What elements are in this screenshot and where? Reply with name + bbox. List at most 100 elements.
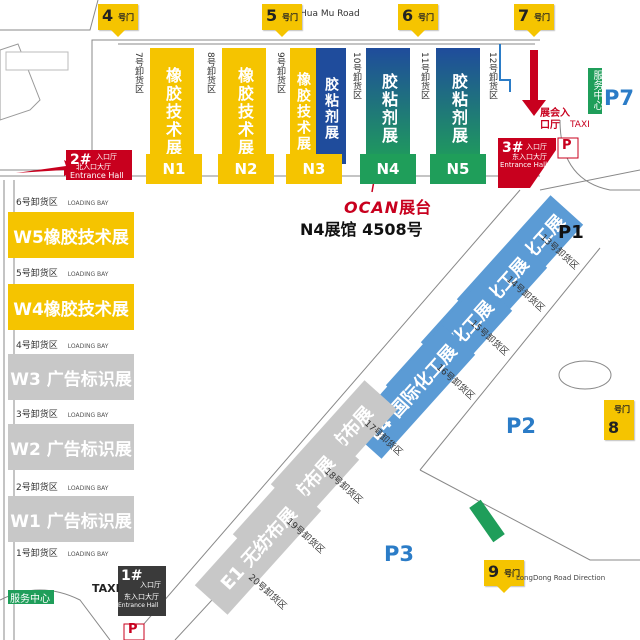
gate-number: 6 — [402, 6, 414, 25]
gate-label: 号门 — [614, 405, 630, 414]
gate-5: 5 号门 — [262, 4, 302, 37]
hall-n1-tower[interactable]: 橡胶技术展 — [150, 48, 194, 170]
entrance-3-shape — [498, 138, 556, 188]
hall-w2[interactable]: W2 广告标识展 — [8, 424, 134, 470]
gate-label: 号门 — [118, 13, 134, 22]
bay-en: LOADING BAY — [67, 485, 109, 492]
hall-n4-tower[interactable]: 胶粘剂展 — [366, 48, 410, 164]
bay-name: 1号卸货区 — [16, 549, 58, 559]
hall-n4-title: 胶粘剂展 — [379, 73, 398, 145]
exhibitor-brand-suffix: 展台 — [399, 198, 432, 217]
entrance-2: 2# 入口厅 北入口大厅 Entrance Hall — [66, 150, 132, 180]
north-bay-12: 12号卸货区 — [487, 52, 497, 100]
hall-n1-label: N1 — [146, 154, 202, 184]
hall-n5-label: N5 — [430, 154, 486, 184]
bay-en: LOADING BAY — [67, 551, 109, 558]
gate-number: 9 — [488, 562, 500, 581]
entrance-1-shape — [118, 566, 166, 616]
hall-n2-tower[interactable]: 橡胶技术展 — [222, 48, 266, 170]
service-centre-bg-3 — [469, 499, 505, 543]
exhibitor-brand-name: OCAN — [344, 198, 400, 217]
bay-en: LOADING BAY — [67, 200, 109, 207]
entrance-3-cn: 入口厅 — [526, 143, 547, 151]
hall-w3[interactable]: W3 广告标识展 — [8, 354, 134, 400]
service-centre-bottom: 服务中心 — [10, 594, 50, 605]
north-bay-7: 7号卸货区 — [133, 52, 143, 94]
arrow-expo-entrance — [522, 50, 546, 116]
hall-e1-body — [194, 481, 322, 615]
gate-label: 号门 — [282, 13, 298, 22]
parking-vip-letter-2: P — [128, 622, 138, 637]
exhibitor-brand: OCAN展台 — [344, 194, 431, 218]
bay-name: 4号卸货区 — [16, 341, 58, 351]
taxi-label-bottom: TAXI — [92, 582, 120, 595]
gate-4: 4 号门 — [98, 4, 138, 37]
parking-vip-letter: P — [562, 138, 572, 153]
parking-p7: P7 — [604, 86, 635, 110]
hall-n3-title: 橡胶技术展 — [295, 72, 311, 152]
west-bay-4: 4号卸货区 LOADING BAY — [16, 338, 108, 351]
gate-8: 8 号门 — [604, 400, 634, 440]
gate-number: 7 — [518, 6, 530, 25]
east-bay-20: 20号卸货区 — [246, 571, 289, 612]
west-bay-6: 6号卸货区 LOADING BAY — [16, 195, 108, 208]
entrance-1-cn2: 东入口大厅 — [124, 593, 159, 601]
hall-e1[interactable]: E1 无纺布展 — [194, 481, 322, 615]
bay-en: LOADING BAY — [67, 343, 109, 350]
hall-n5-tower[interactable]: 胶粘剂展 — [436, 48, 480, 164]
parking-tile-vip-2 — [123, 623, 145, 640]
hall-w5[interactable]: W5橡胶技术展 — [8, 212, 134, 258]
hall-n3-adhesive-tower[interactable]: 胶粘剂展 — [316, 48, 346, 164]
hall-n1-title: 橡胶技术展 — [163, 67, 182, 157]
exhibitor-booth: N4展馆 4508号 — [300, 220, 423, 239]
entrance-2-num: 2# — [70, 152, 92, 168]
entrance-3-cn2: 东入口大厅 — [512, 153, 547, 161]
entrance-1-num: 1# — [121, 568, 143, 584]
gate-9: 9 号门 — [484, 560, 524, 593]
north-bay-10: 10号卸货区 — [351, 52, 361, 100]
arrow-2-entrance — [16, 160, 80, 176]
entrance-3-en: Entrance Hall — [500, 161, 548, 169]
parking-p3: P3 — [384, 542, 415, 566]
gate-number: 4 — [102, 6, 114, 25]
arrows — [16, 44, 546, 176]
bay-name: 3号卸货区 — [16, 410, 58, 420]
hall-n3-title-2: 胶粘剂展 — [323, 77, 339, 141]
taxi-label-top: TAXI — [570, 120, 590, 130]
west-bay-1: 1号卸货区 LOADING BAY — [16, 546, 108, 559]
gate-number: 5 — [266, 6, 278, 25]
gate-7: 7 号门 — [514, 4, 554, 37]
parking-tile-vip — [557, 137, 579, 159]
hall-n5-title: 胶粘剂展 — [449, 73, 468, 145]
north-bay-11: 11号卸货区 — [419, 52, 429, 100]
service-centre-bg — [8, 590, 54, 604]
west-bay-5: 5号卸货区 LOADING BAY — [16, 266, 108, 279]
north-bay-8: 8号卸货区 — [205, 52, 215, 94]
arrow-blue-route — [499, 44, 511, 92]
entrance-1: 1# 入口厅 东入口大厅 Entrance Hall — [118, 566, 166, 616]
parking-p2: P2 — [506, 414, 537, 438]
hall-w4[interactable]: W4橡胶技术展 — [8, 284, 134, 330]
parking-p1: P1 — [558, 222, 584, 243]
entrance-3-num: 3# — [502, 140, 524, 156]
west-bay-3: 3号卸货区 LOADING BAY — [16, 407, 108, 420]
pudong-road-label: LongDong Road Direction — [516, 574, 606, 582]
gate-number: 8 — [608, 418, 620, 437]
bay-name: 5号卸货区 — [16, 269, 58, 279]
gate-label: 号门 — [504, 569, 520, 578]
expo-entrance-label: 展会入口厅 — [540, 108, 570, 131]
entrance-2-cn: 入口厅 — [96, 153, 117, 161]
bay-en: LOADING BAY — [67, 271, 109, 278]
hall-w1[interactable]: W1 广告标识展 — [8, 496, 134, 542]
bay-name: 6号卸货区 — [16, 198, 58, 208]
side-building-label-box — [5, 51, 69, 71]
entrance-3: 3# 入口厅 东入口大厅 Entrance Hall — [500, 140, 560, 180]
gate-label: 号门 — [534, 13, 550, 22]
hall-n3-tower[interactable]: 橡胶技术展 — [290, 48, 316, 170]
bay-en: LOADING BAY — [67, 412, 109, 419]
hall-n2-label: N2 — [218, 154, 274, 184]
gate-label: 号门 — [418, 13, 434, 22]
service-centre-bg-2 — [588, 68, 602, 114]
entrance-1-cn: 入口厅 — [140, 581, 161, 589]
